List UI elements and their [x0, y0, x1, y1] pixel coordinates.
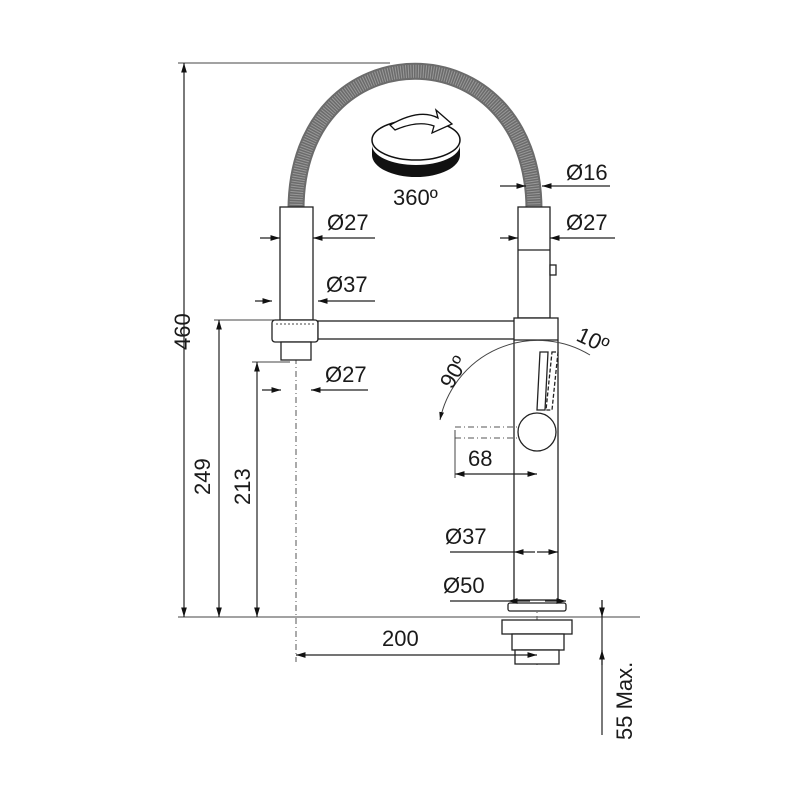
height-spout-label: 249: [190, 458, 215, 495]
lever-length-label: 68: [468, 446, 492, 471]
right-head-diameter-label: Ø27: [566, 210, 608, 235]
outlet-diameter-label: Ø27: [325, 362, 367, 387]
spray-head: [517, 206, 557, 319]
reach-label: 200: [382, 626, 419, 651]
rotation-label: 360º: [393, 185, 438, 210]
reference-lines: [178, 62, 640, 665]
deck-thickness-label: 55 Max.: [612, 662, 637, 740]
lever-hub: [517, 412, 557, 452]
lever-tilt-label: 10º: [573, 322, 613, 358]
spout-arm: [317, 320, 517, 340]
spray-button: [549, 264, 557, 276]
left-column: [271, 206, 319, 361]
hose-diameter-label: Ø16: [566, 160, 608, 185]
lever-angle-label: 90º: [435, 352, 473, 393]
body-diameter-label: Ø37: [445, 524, 487, 549]
base-diameter-label: Ø50: [443, 573, 485, 598]
rotation-360-icon: [371, 108, 461, 177]
left-head-diameter-label: Ø27: [327, 210, 369, 235]
height-outlet-label: 213: [230, 468, 255, 505]
collar-diameter-label: Ø37: [326, 272, 368, 297]
height-total-label: 460: [170, 313, 195, 350]
